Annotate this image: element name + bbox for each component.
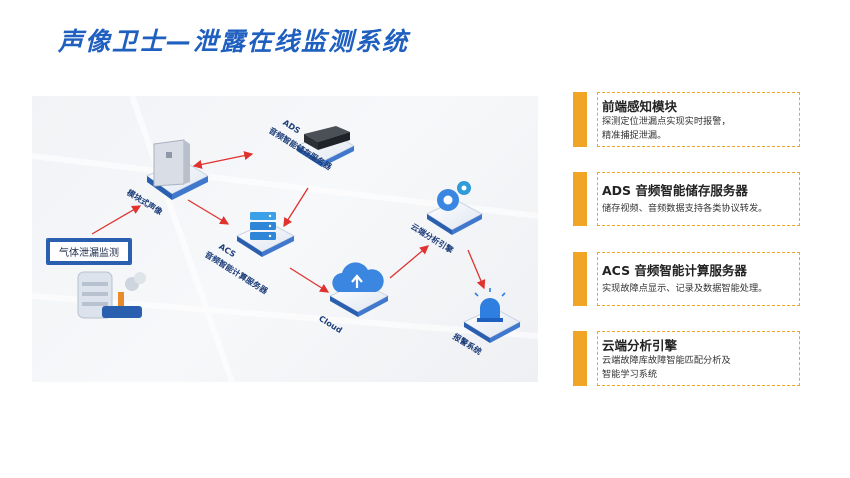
card-title: 云端分析引擎 <box>602 338 678 353</box>
card-desc-line: 智能学习系统 <box>602 369 658 380</box>
page-title: 声像卫士—泄露在线监测系统 <box>58 27 410 56</box>
card-box <box>597 331 800 386</box>
card-desc-line: 储存视频、音频数据支持各类协议转发。 <box>602 203 768 214</box>
card-ads-server: ADS 音频智能储存服务器 储存视频、音频数据支持各类协议转发。 <box>573 172 800 226</box>
gas-leak-tag: 气体泄漏监测 <box>46 238 132 265</box>
card-desc-line: 实现故障点显示、记录及数据智能处理。 <box>602 283 768 294</box>
card-box <box>597 92 800 147</box>
card-desc-line: 精准捕捉泄漏。 <box>602 130 667 141</box>
card-box <box>597 172 800 226</box>
platform-alarm <box>462 307 522 343</box>
alarm-icon <box>474 288 506 322</box>
module-sensor-icon <box>153 139 190 187</box>
card-title: ACS 音频智能计算服务器 <box>602 263 747 278</box>
card-desc-line: 探测定位泄漏点实现实时报警， <box>602 116 731 127</box>
diagram-graphics <box>32 96 538 382</box>
card-frontend-module: 前端感知模块 探测定位泄漏点实现实时报警， 精准捕捉泄漏。 <box>573 92 800 147</box>
gear-icon <box>437 181 471 211</box>
card-accent-bar <box>573 252 587 306</box>
card-desc-line: 云端故障库故障智能匹配分析及 <box>602 355 731 366</box>
pipeline-icon <box>77 271 146 319</box>
card-accent-bar <box>573 331 587 386</box>
acs-server-icon <box>250 212 276 240</box>
card-accent-bar <box>573 172 587 226</box>
card-acs-server: ACS 音频智能计算服务器 实现故障点显示、记录及数据智能处理。 <box>573 252 800 306</box>
card-title: 前端感知模块 <box>602 99 678 114</box>
cloud-icon <box>332 262 384 292</box>
card-title: ADS 音频智能储存服务器 <box>602 183 748 198</box>
card-accent-bar <box>573 92 587 147</box>
card-cloud-engine: 云端分析引擎 云端故障库故障智能匹配分析及 智能学习系统 <box>573 331 800 386</box>
system-diagram: 气体泄漏监测 模块式声像 ADS 音频智能储存服务器 ACS 音频智能计算服务器… <box>32 96 538 382</box>
card-box <box>597 252 800 306</box>
ads-server-icon <box>304 126 350 150</box>
arrows <box>91 151 486 293</box>
